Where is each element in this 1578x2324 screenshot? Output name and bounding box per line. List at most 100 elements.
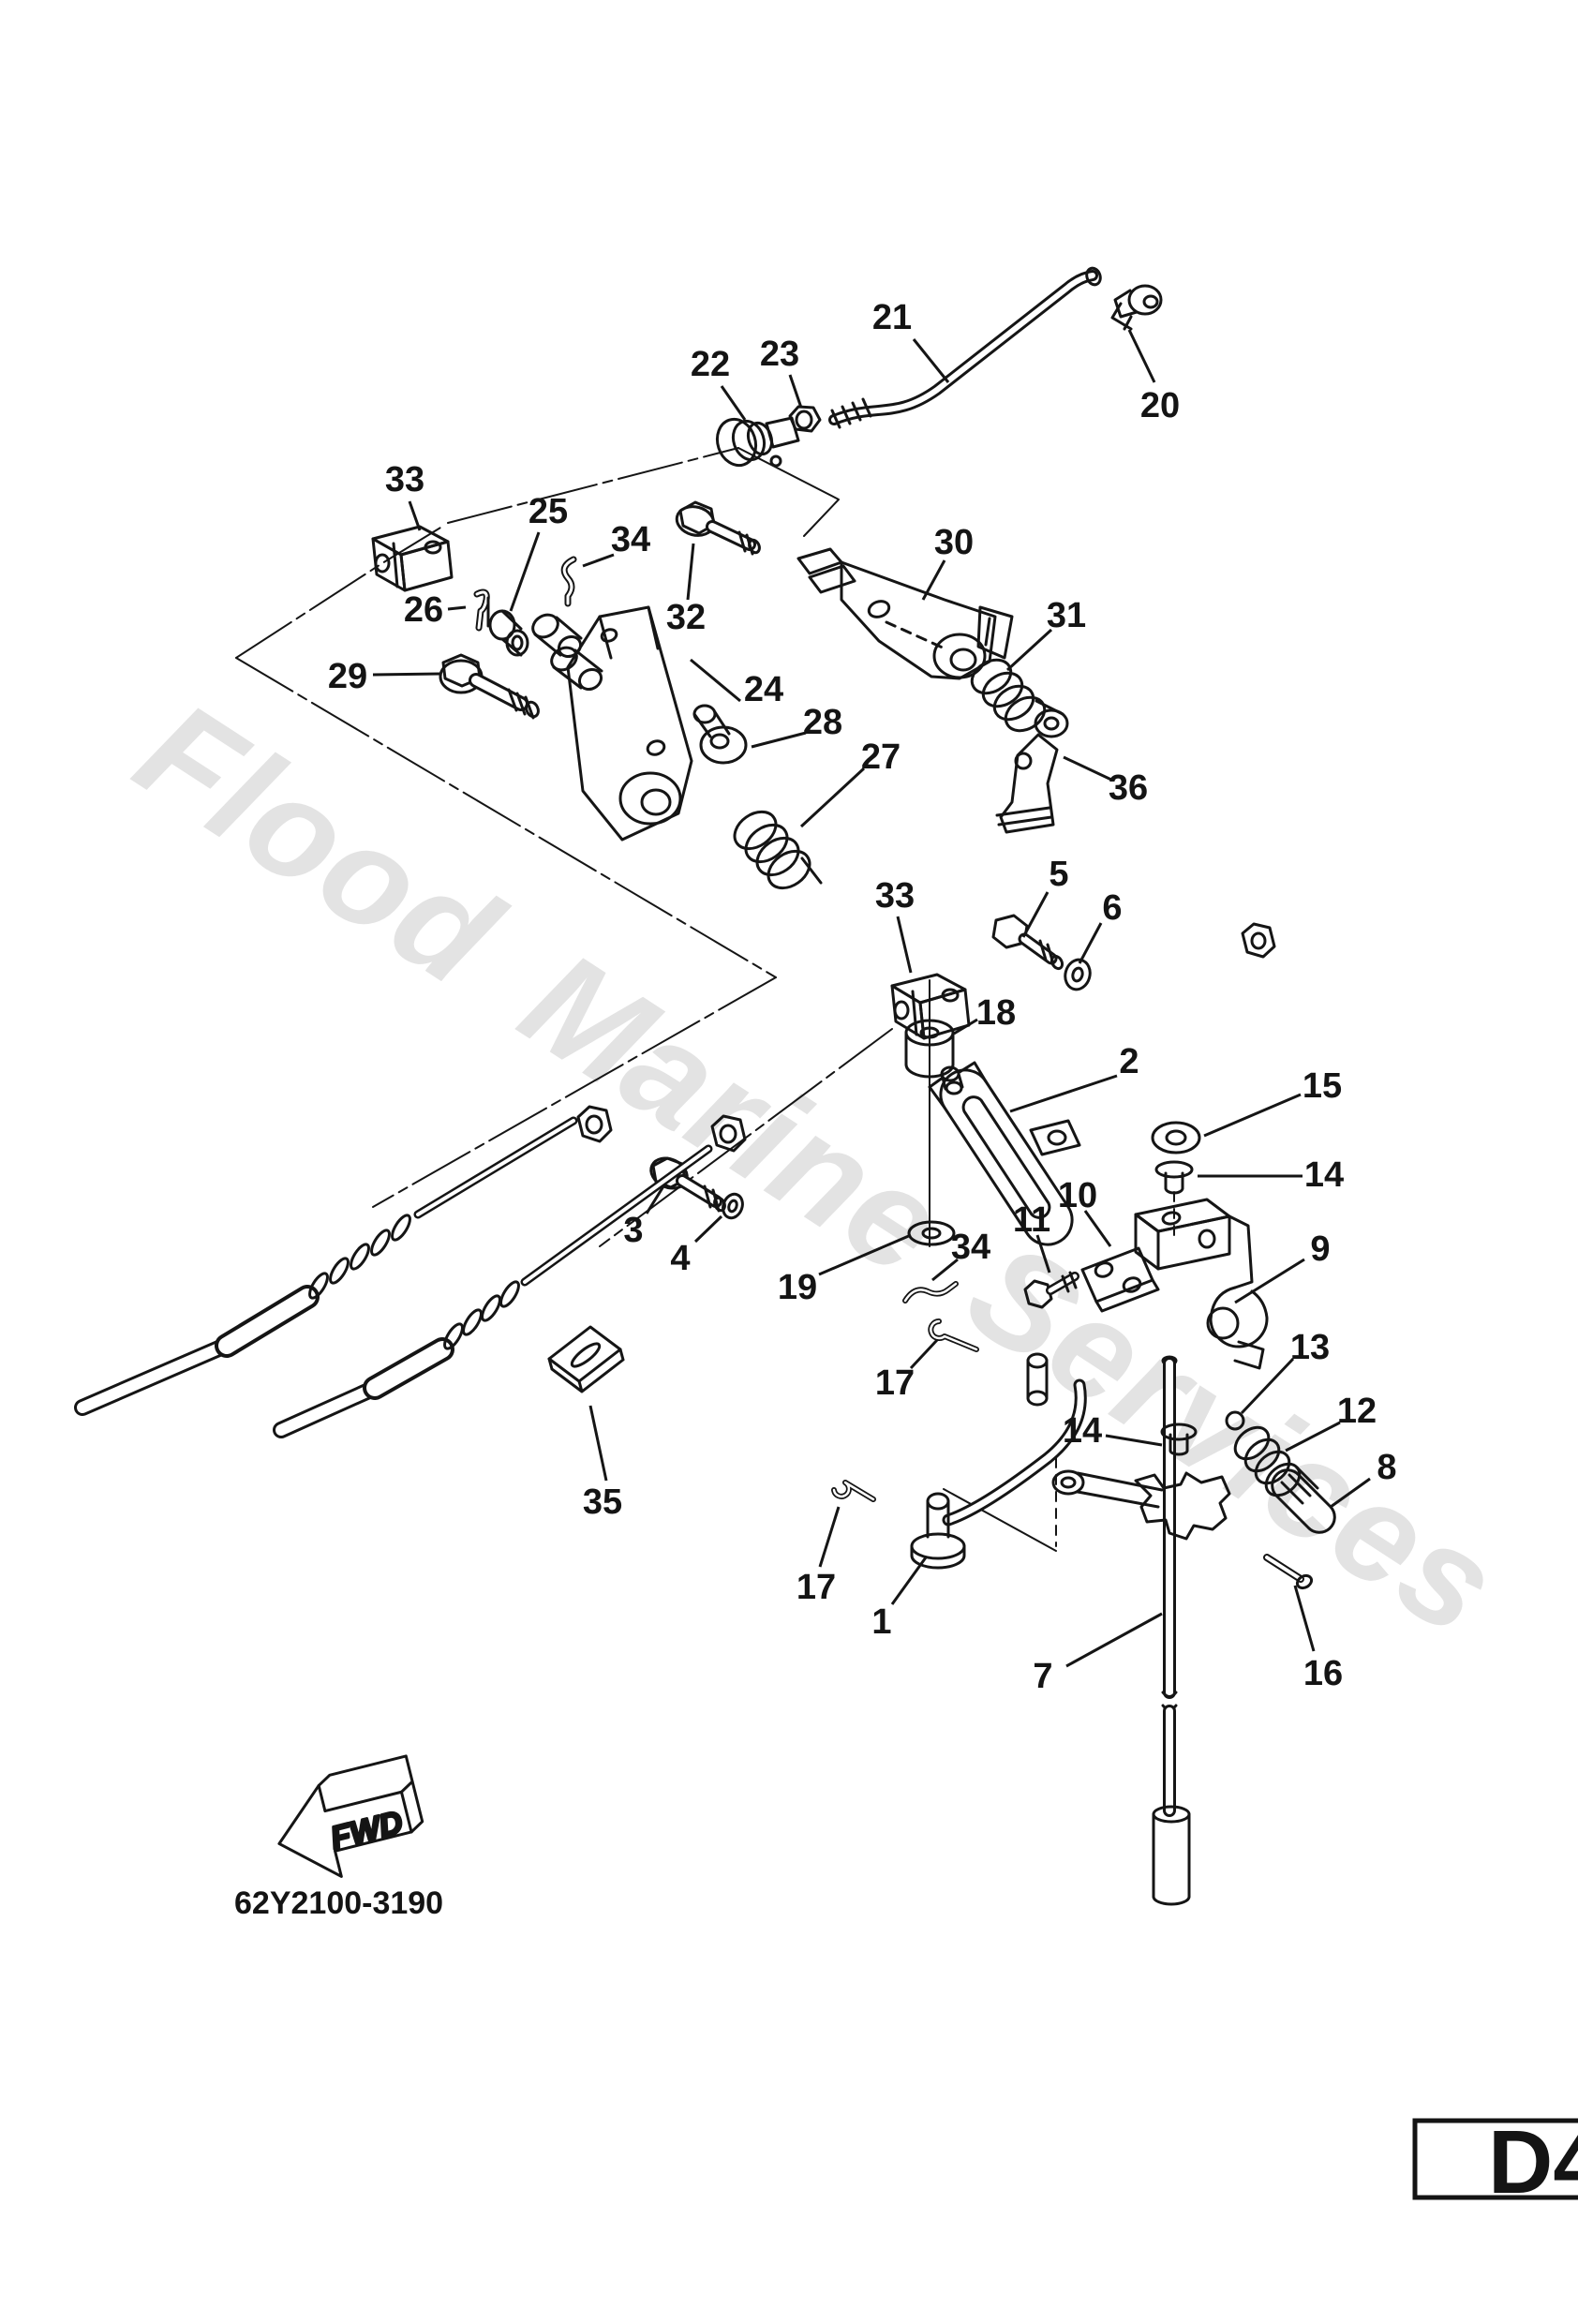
callout-label-25: 25 bbox=[528, 492, 568, 531]
callout-leader-12 bbox=[1285, 1421, 1341, 1452]
callout-leader-22 bbox=[720, 385, 747, 421]
part-27-spring bbox=[733, 810, 823, 890]
callout-leader-26 bbox=[447, 605, 467, 611]
callout-label-29: 29 bbox=[328, 657, 367, 696]
callout-label-17: 17 bbox=[875, 1363, 915, 1403]
callout-leader-33 bbox=[896, 916, 913, 974]
callout-leader-9 bbox=[1234, 1258, 1305, 1304]
part-14-bushing-lower bbox=[1160, 1423, 1198, 1456]
callout-label-31: 31 bbox=[1047, 596, 1086, 635]
callout-leader-29 bbox=[372, 672, 441, 677]
callout-leader-16 bbox=[1293, 1585, 1316, 1652]
callout-label-13: 13 bbox=[1290, 1328, 1330, 1367]
callout-leader-21 bbox=[912, 338, 950, 383]
part-9-bracket bbox=[1134, 1198, 1269, 1370]
callout-leader-28 bbox=[751, 731, 807, 749]
callout-leader-36 bbox=[1063, 755, 1112, 782]
part-6-washer bbox=[1064, 958, 1092, 991]
callout-leader-2 bbox=[1009, 1074, 1118, 1113]
callout-label-11: 11 bbox=[1013, 1200, 1050, 1240]
callout-label-32: 32 bbox=[666, 598, 706, 637]
callout-label-4: 4 bbox=[670, 1239, 690, 1278]
callout-leader-10 bbox=[1083, 1210, 1112, 1247]
callout-label-18: 18 bbox=[976, 993, 1016, 1033]
callout-leader-25 bbox=[509, 531, 541, 612]
callout-leader-17 bbox=[818, 1506, 841, 1568]
part-7-shift-shaft bbox=[1152, 1355, 1191, 1906]
callout-leader-18 bbox=[953, 1018, 978, 1035]
callout-label-27: 27 bbox=[861, 737, 901, 777]
callout-leader-8 bbox=[1330, 1477, 1371, 1509]
callout-leader-4 bbox=[693, 1214, 723, 1244]
callout-label-34: 34 bbox=[611, 520, 650, 559]
part-19-washer bbox=[907, 1220, 956, 1246]
part-24-shift-bracket bbox=[531, 605, 693, 842]
callout-leader-34 bbox=[582, 553, 615, 568]
callout-leader-31 bbox=[1005, 628, 1053, 672]
callout-leader-17 bbox=[909, 1338, 939, 1370]
callout-leader-24 bbox=[690, 658, 741, 703]
fwd-arrow-label: FWD bbox=[327, 1805, 406, 1857]
callout-leader-34 bbox=[931, 1258, 959, 1282]
page-code-text: D4 bbox=[1488, 2112, 1578, 2212]
callout-label-5: 5 bbox=[1049, 855, 1068, 894]
callout-label-28: 28 bbox=[803, 703, 842, 742]
callout-label-19: 19 bbox=[778, 1268, 817, 1307]
callout-label-34: 34 bbox=[951, 1228, 990, 1267]
callout-leader-5 bbox=[1021, 891, 1050, 938]
part-33-cable-joint-lower bbox=[890, 973, 971, 1040]
shaft-cam-plate bbox=[1051, 1469, 1231, 1541]
part-5-bolt bbox=[991, 914, 1064, 971]
part-31-spring bbox=[970, 658, 1064, 733]
callout-leader-23 bbox=[788, 374, 803, 409]
lower-cable bbox=[273, 1144, 713, 1438]
part-34-cotter-pin-upper bbox=[560, 556, 577, 607]
callout-label-8: 8 bbox=[1377, 1448, 1396, 1487]
callout-leader-14 bbox=[1105, 1434, 1163, 1447]
callout-label-14: 14 bbox=[1063, 1411, 1102, 1451]
part-23-nut bbox=[788, 405, 822, 433]
callout-label-35: 35 bbox=[583, 1482, 622, 1522]
part-4-washer bbox=[722, 1192, 744, 1220]
part-16-pin bbox=[1263, 1554, 1314, 1590]
callout-label-23: 23 bbox=[760, 335, 799, 374]
part-17-clip-lower bbox=[831, 1480, 876, 1502]
part-17-clip-upper bbox=[928, 1318, 979, 1352]
part-2-link-arm bbox=[928, 1061, 1081, 1246]
part-11-screw bbox=[1023, 1271, 1079, 1309]
callout-label-26: 26 bbox=[404, 590, 443, 630]
part-34-cotter-pin-lower bbox=[902, 1281, 959, 1304]
callout-label-22: 22 bbox=[691, 345, 730, 384]
part-35-clamp-plate bbox=[547, 1325, 625, 1393]
part-1-curved-link bbox=[910, 1352, 1087, 1570]
callout-leader-33 bbox=[408, 500, 422, 531]
part-18-damper bbox=[904, 1019, 955, 1079]
exploded-view-art: FWD bbox=[74, 266, 1336, 1906]
part-25-bushing bbox=[488, 609, 529, 657]
part-36-latch-lever bbox=[995, 708, 1069, 834]
callout-label-17: 17 bbox=[796, 1568, 836, 1607]
part-29-bolt bbox=[439, 653, 540, 720]
page-code-box: D4 bbox=[1412, 2112, 1578, 2212]
part-13-ball bbox=[1225, 1410, 1245, 1431]
callout-label-6: 6 bbox=[1102, 888, 1122, 928]
part-32-bolt bbox=[675, 500, 761, 556]
part-10-clamp-plate bbox=[1080, 1246, 1160, 1313]
callout-label-20: 20 bbox=[1140, 386, 1180, 425]
callout-leader-35 bbox=[588, 1405, 608, 1482]
callout-label-1: 1 bbox=[871, 1602, 891, 1642]
callout-leader-20 bbox=[1127, 329, 1156, 383]
callout-leader-13 bbox=[1240, 1357, 1295, 1415]
callout-label-36: 36 bbox=[1109, 768, 1148, 808]
callout-label-24: 24 bbox=[744, 670, 783, 709]
callout-label-7: 7 bbox=[1033, 1657, 1052, 1696]
callout-leader-27 bbox=[799, 767, 866, 828]
callout-label-15: 15 bbox=[1303, 1066, 1342, 1106]
callout-label-3: 3 bbox=[623, 1211, 643, 1250]
callout-label-33: 33 bbox=[875, 876, 915, 916]
callout-leader-6 bbox=[1078, 922, 1103, 964]
drawing-number: 62Y2100-3190 bbox=[234, 1885, 443, 1921]
part-26-pin bbox=[473, 588, 490, 632]
